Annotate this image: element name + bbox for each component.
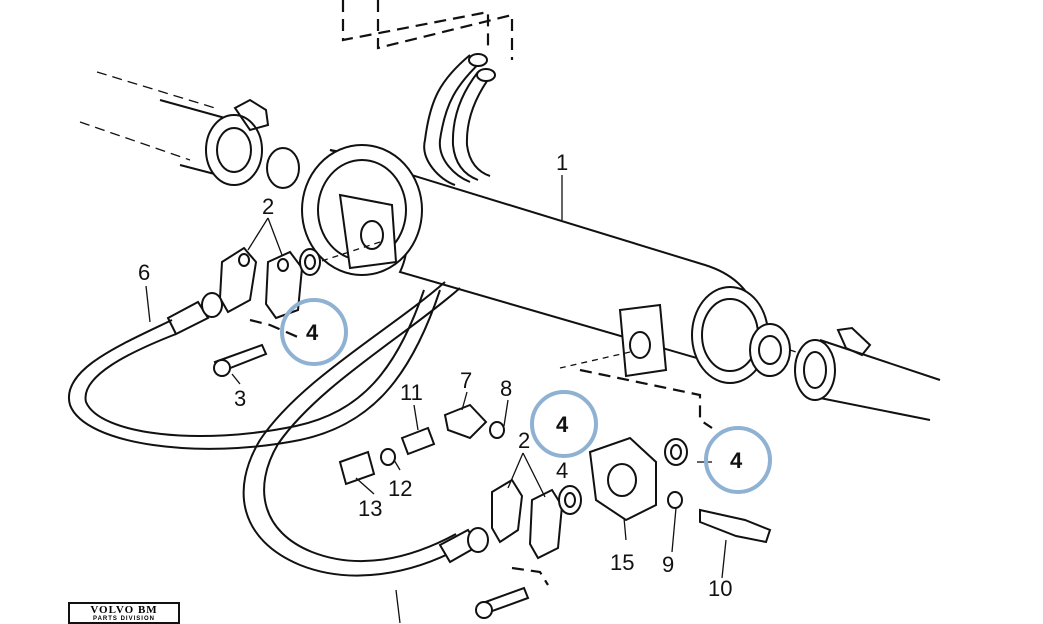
callout-circle xyxy=(704,426,772,494)
lower-flange-set xyxy=(475,436,772,619)
callout-4-plain: 4 xyxy=(556,458,568,483)
part-label-10: 10 xyxy=(708,576,732,601)
part-label-15: 15 xyxy=(610,550,634,575)
callout-circle xyxy=(530,390,598,458)
lower-hose xyxy=(242,281,489,623)
callout-circle xyxy=(280,298,348,366)
part-label-3: 3 xyxy=(234,386,246,411)
fittings xyxy=(338,403,505,486)
part-label-12: 12 xyxy=(388,476,412,501)
dashed-connector-top xyxy=(341,0,514,60)
volvo-bm-logo: VOLVO BM PARTS DIVISION xyxy=(68,602,180,624)
part-label-11: 11 xyxy=(400,380,423,405)
callout-4-left: 4 xyxy=(280,298,348,366)
part-label-9: 9 xyxy=(662,552,674,577)
left-hose xyxy=(67,289,441,450)
right-pipe xyxy=(789,326,941,421)
left-pipe xyxy=(79,71,300,189)
left-flange-set xyxy=(213,246,321,377)
callout-4-center: 4 xyxy=(530,390,598,458)
cylinder xyxy=(299,144,791,384)
leader-lines xyxy=(145,175,727,579)
callout-4-right: 4 xyxy=(704,426,772,494)
part-label-13: 13 xyxy=(358,496,382,521)
part-label-7: 7 xyxy=(460,368,472,393)
dashed-bracket-right xyxy=(579,368,713,429)
callout-label: 4 xyxy=(306,320,319,345)
part-label-1: 1 xyxy=(556,150,568,175)
callout-label: 4 xyxy=(556,458,568,483)
part-label-8: 8 xyxy=(500,376,512,401)
part-label-6: 6 xyxy=(138,260,150,285)
logo-brand: VOLVO BM xyxy=(90,604,158,616)
upper-hoses xyxy=(423,53,496,186)
part-label-2-lower: 2 xyxy=(518,428,530,453)
logo-division: PARTS DIVISION xyxy=(93,616,155,622)
callout-label: 4 xyxy=(730,448,743,473)
callout-label: 4 xyxy=(556,412,569,437)
part-label-2-upper: 2 xyxy=(262,194,274,219)
